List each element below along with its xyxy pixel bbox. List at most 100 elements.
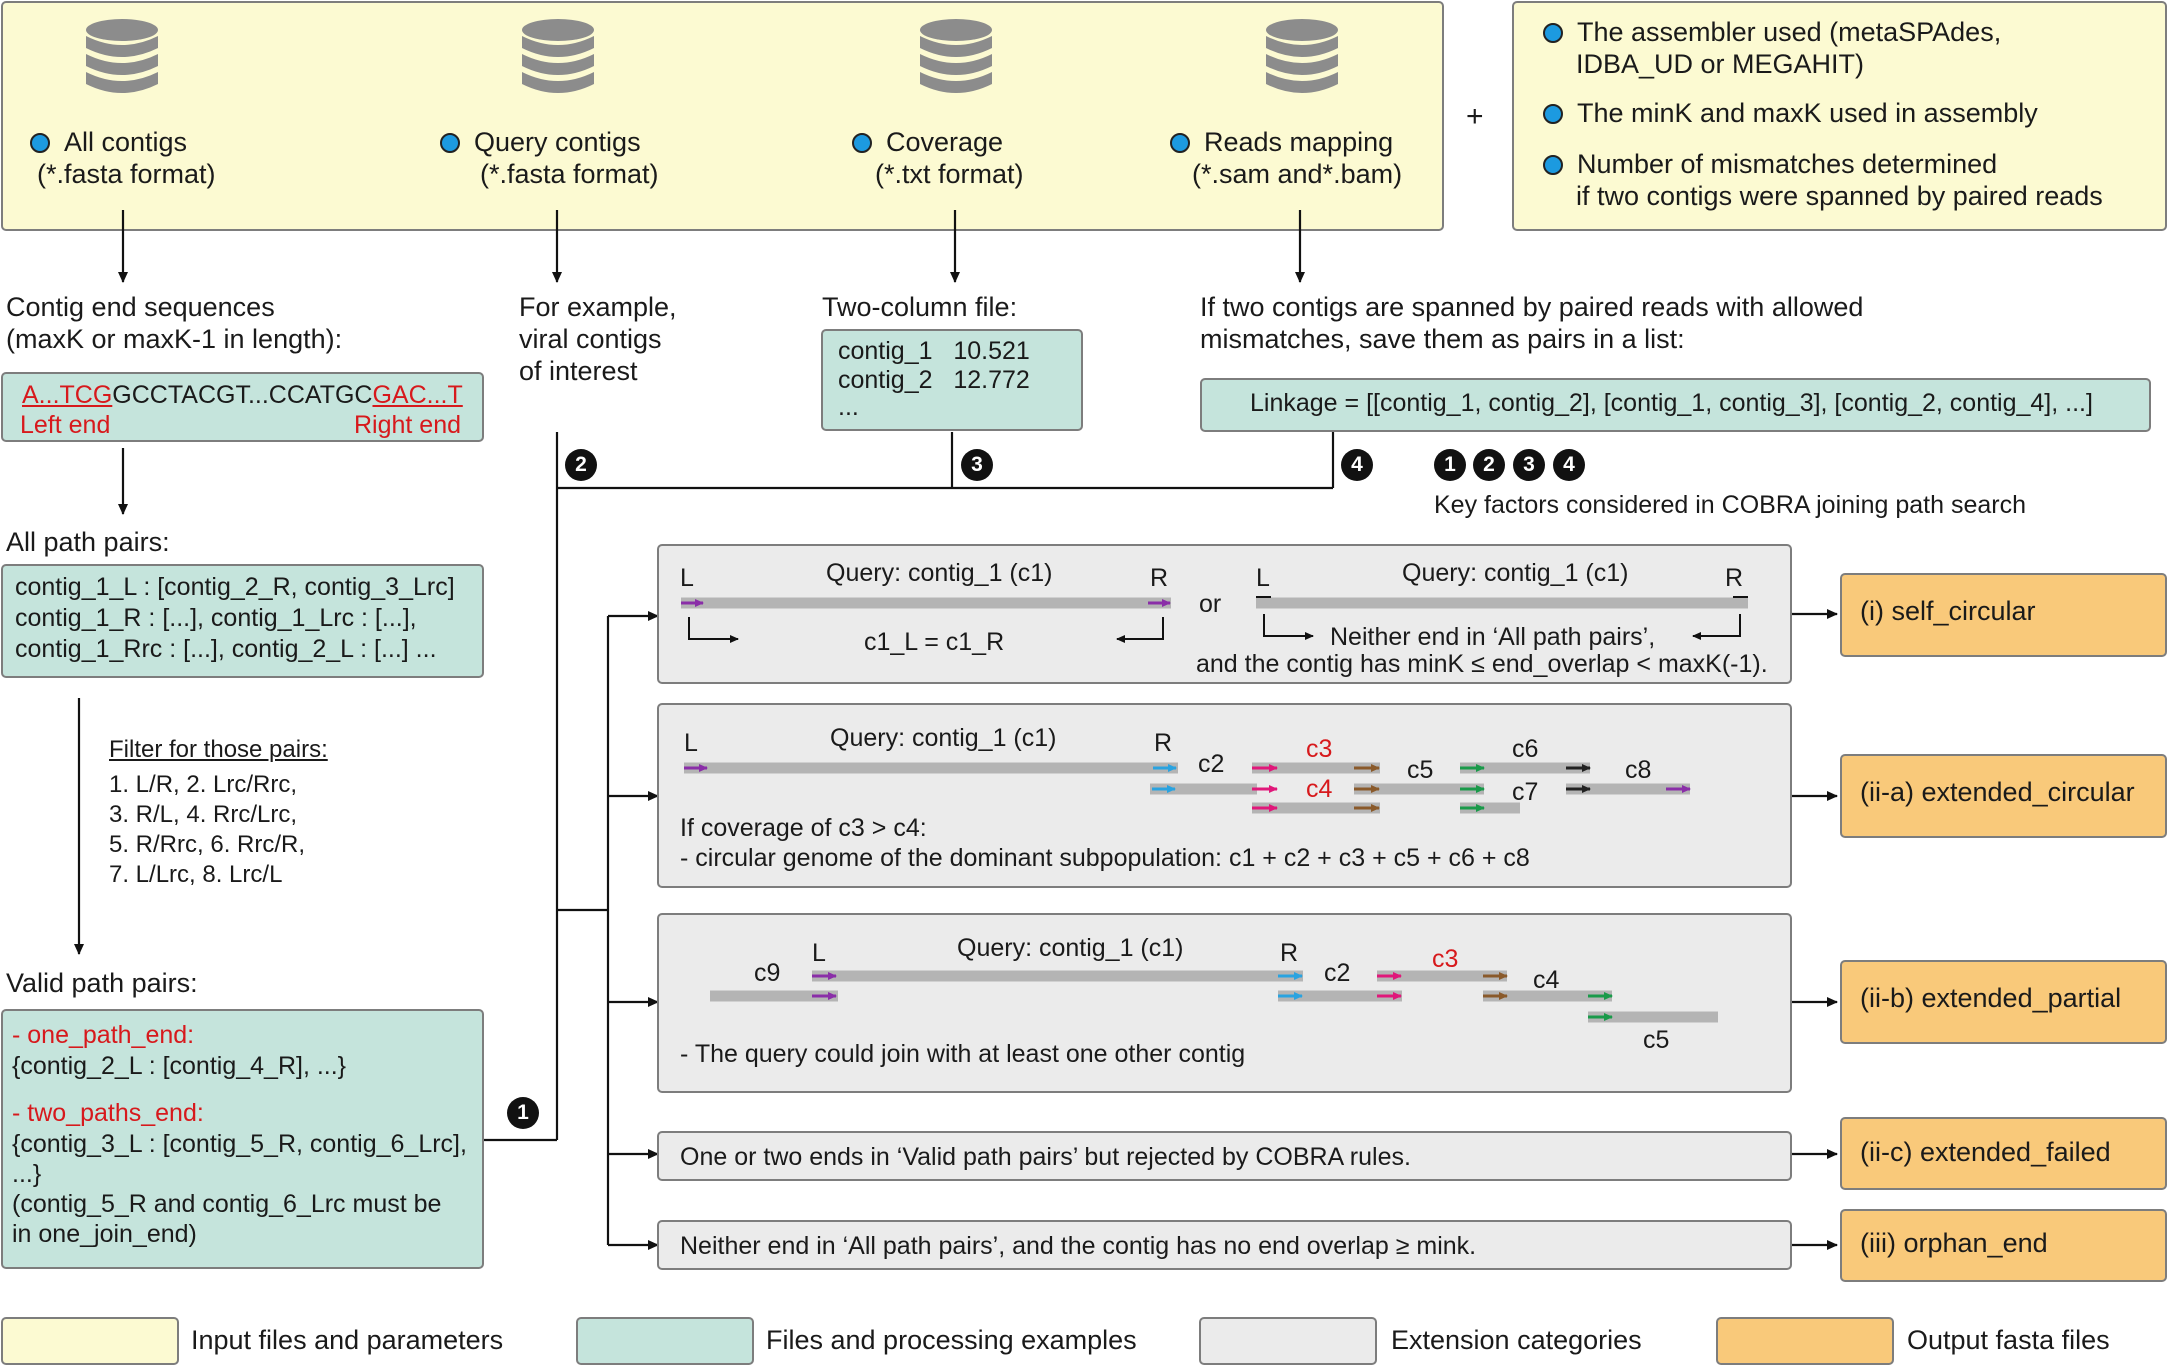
left-end-sequence: A...TCG	[22, 381, 113, 409]
contig-end-title: Contig end sequences	[6, 292, 275, 322]
param-mink-maxk: The minK and maxK used in assembly	[1543, 97, 2038, 130]
two-column-row: ...	[838, 393, 859, 421]
cat1-right-r: R	[1725, 564, 1744, 592]
cat1-eq: c1_L = c1_R	[864, 628, 1005, 656]
cat1-right-l: L	[1256, 564, 1270, 592]
bullet-icon	[1543, 104, 1563, 124]
category-extended-partial	[657, 913, 1792, 1093]
filter-line: 1. L/R, 2. Lrc/Rrc,	[109, 771, 298, 798]
output-self-circular-label: (i) self_circular	[1860, 596, 2036, 626]
input-coverage: Coverage	[852, 126, 1003, 159]
input-all-contigs-format: (*.fasta format)	[37, 159, 216, 189]
bullet-icon	[30, 133, 50, 153]
legend-files-label: Files and processing examples	[766, 1325, 1137, 1355]
legend-swatch-output	[1716, 1317, 1894, 1365]
cat3-c2: c2	[1324, 959, 1351, 987]
cat2-c7: c7	[1512, 778, 1539, 806]
linkage-box	[1200, 378, 2151, 432]
cat1-note-1: Neither end in ‘All path pairs’,	[1330, 623, 1656, 651]
legend-swatch-files	[576, 1317, 754, 1365]
output-orphan-end	[1840, 1209, 2167, 1282]
mid-sequence: GCCTACGT...CCATGC	[112, 381, 373, 409]
cat3-r: R	[1280, 939, 1299, 967]
valid-path-pairs-title: Valid path pairs:	[6, 968, 198, 998]
category-extended-failed	[657, 1131, 1792, 1181]
bullet-icon	[1170, 133, 1190, 153]
key-factor-4: 4	[1341, 449, 1373, 481]
query-example-2: viral contigs	[519, 324, 662, 354]
bracket-right	[1692, 614, 1741, 640]
input-coverage-format: (*.txt format)	[875, 159, 1024, 189]
legend-input-label: Input files and parameters	[191, 1325, 504, 1355]
database-icon	[86, 19, 158, 93]
output-orphan-end-label: (iii) orphan_end	[1860, 1228, 2048, 1258]
one-path-end-label: - one_path_end:	[12, 1021, 195, 1049]
right-end-sequence: GAC...T	[372, 381, 463, 409]
cat2-note-2: - circular genome of the dominant subpop…	[680, 844, 1530, 872]
cat1-or: or	[1199, 590, 1222, 618]
two-column-row: contig_2 12.772	[838, 366, 1030, 394]
cat2-c5: c5	[1407, 756, 1434, 784]
bracket-left	[688, 617, 739, 643]
category-orphan-end	[657, 1220, 1792, 1270]
param-mismatches: Number of mismatches determined	[1543, 148, 1997, 181]
bullet-icon	[1543, 23, 1563, 43]
key-factor-1: 1	[507, 1097, 539, 1129]
output-extended-failed-label: (ii-c) extended_failed	[1860, 1137, 2111, 1167]
category-extended-circular	[657, 703, 1792, 888]
cat2-c3: c3	[1306, 735, 1333, 763]
all-path-pairs-title: All path pairs:	[6, 527, 170, 557]
input-all-contigs: All contigs	[30, 126, 187, 159]
bullet-icon	[1543, 155, 1563, 175]
two-paths-end-line: ...}	[12, 1160, 42, 1188]
filter-title: Filter for those pairs:	[109, 736, 328, 763]
param-assembler: The assembler used (metaSPAdes,	[1543, 16, 2001, 49]
filter-line: 3. R/L, 4. Rrc/Lrc,	[109, 801, 298, 828]
two-paths-end-line: in one_join_end)	[12, 1220, 197, 1248]
cat5-note: Neither end in ‘All path pairs’, and the…	[680, 1232, 1477, 1260]
legend-swatch-category	[1199, 1317, 1377, 1365]
key-legend-4: 4	[1553, 449, 1585, 481]
cat2-c8: c8	[1625, 756, 1652, 784]
database-icon	[522, 19, 594, 93]
contig-end-box	[1, 372, 484, 442]
one-path-end-text: {contig_2_L : [contig_4_R], ...}	[12, 1052, 347, 1080]
linkage-title-2: mismatches, save them as pairs in a list…	[1200, 324, 1685, 354]
output-extended-failed	[1840, 1117, 2167, 1190]
all-path-pairs-line: contig_1_Rrc : [...], contig_2_L : [...]…	[15, 635, 437, 663]
cat2-query: Query: contig_1 (c1)	[830, 724, 1057, 752]
bracket-right	[1116, 617, 1164, 643]
all-path-pairs-line: contig_1_R : [...], contig_1_Lrc : [...]…	[15, 604, 417, 632]
legend-output-label: Output fasta files	[1907, 1325, 2110, 1355]
input-reads-mapping-format: (*.sam and*.bam)	[1192, 159, 1403, 189]
key-factor-3: 3	[961, 449, 993, 481]
query-example-3: of interest	[519, 356, 638, 386]
output-self-circular	[1840, 573, 2167, 657]
output-extended-partial-label: (ii-b) extended_partial	[1860, 983, 2122, 1013]
cat2-l: L	[684, 729, 698, 757]
two-column-title: Two-column file:	[822, 292, 1018, 322]
legend-swatch-input	[1, 1317, 179, 1365]
valid-path-pairs-box	[1, 1009, 484, 1269]
plus-sign: +	[1466, 100, 1484, 133]
all-path-pairs-box	[1, 564, 484, 678]
cat2-c4: c4	[1306, 775, 1333, 803]
cat2-c2: c2	[1198, 750, 1225, 778]
key-legend-2: 2	[1473, 449, 1505, 481]
input-reads-mapping: Reads mapping	[1170, 126, 1393, 159]
contig-end-title-2: (maxK or maxK-1 in length):	[6, 324, 343, 354]
database-icon	[920, 19, 992, 93]
cat3-l: L	[812, 939, 826, 967]
cat1-left-l: L	[680, 564, 694, 592]
input-query-contigs: Query contigs	[440, 126, 641, 159]
legend-category-label: Extension categories	[1391, 1325, 1642, 1355]
left-end-label: Left end	[20, 411, 111, 439]
cat1-left-query: Query: contig_1 (c1)	[826, 559, 1053, 587]
two-paths-end-line: (contig_5_R and contig_6_Lrc must be	[12, 1190, 442, 1218]
bullet-icon	[852, 133, 872, 153]
filter-line: 5. R/Rrc, 6. Rrc/R,	[109, 831, 306, 858]
cat1-right-query: Query: contig_1 (c1)	[1402, 559, 1629, 587]
output-extended-circular	[1840, 754, 2167, 838]
